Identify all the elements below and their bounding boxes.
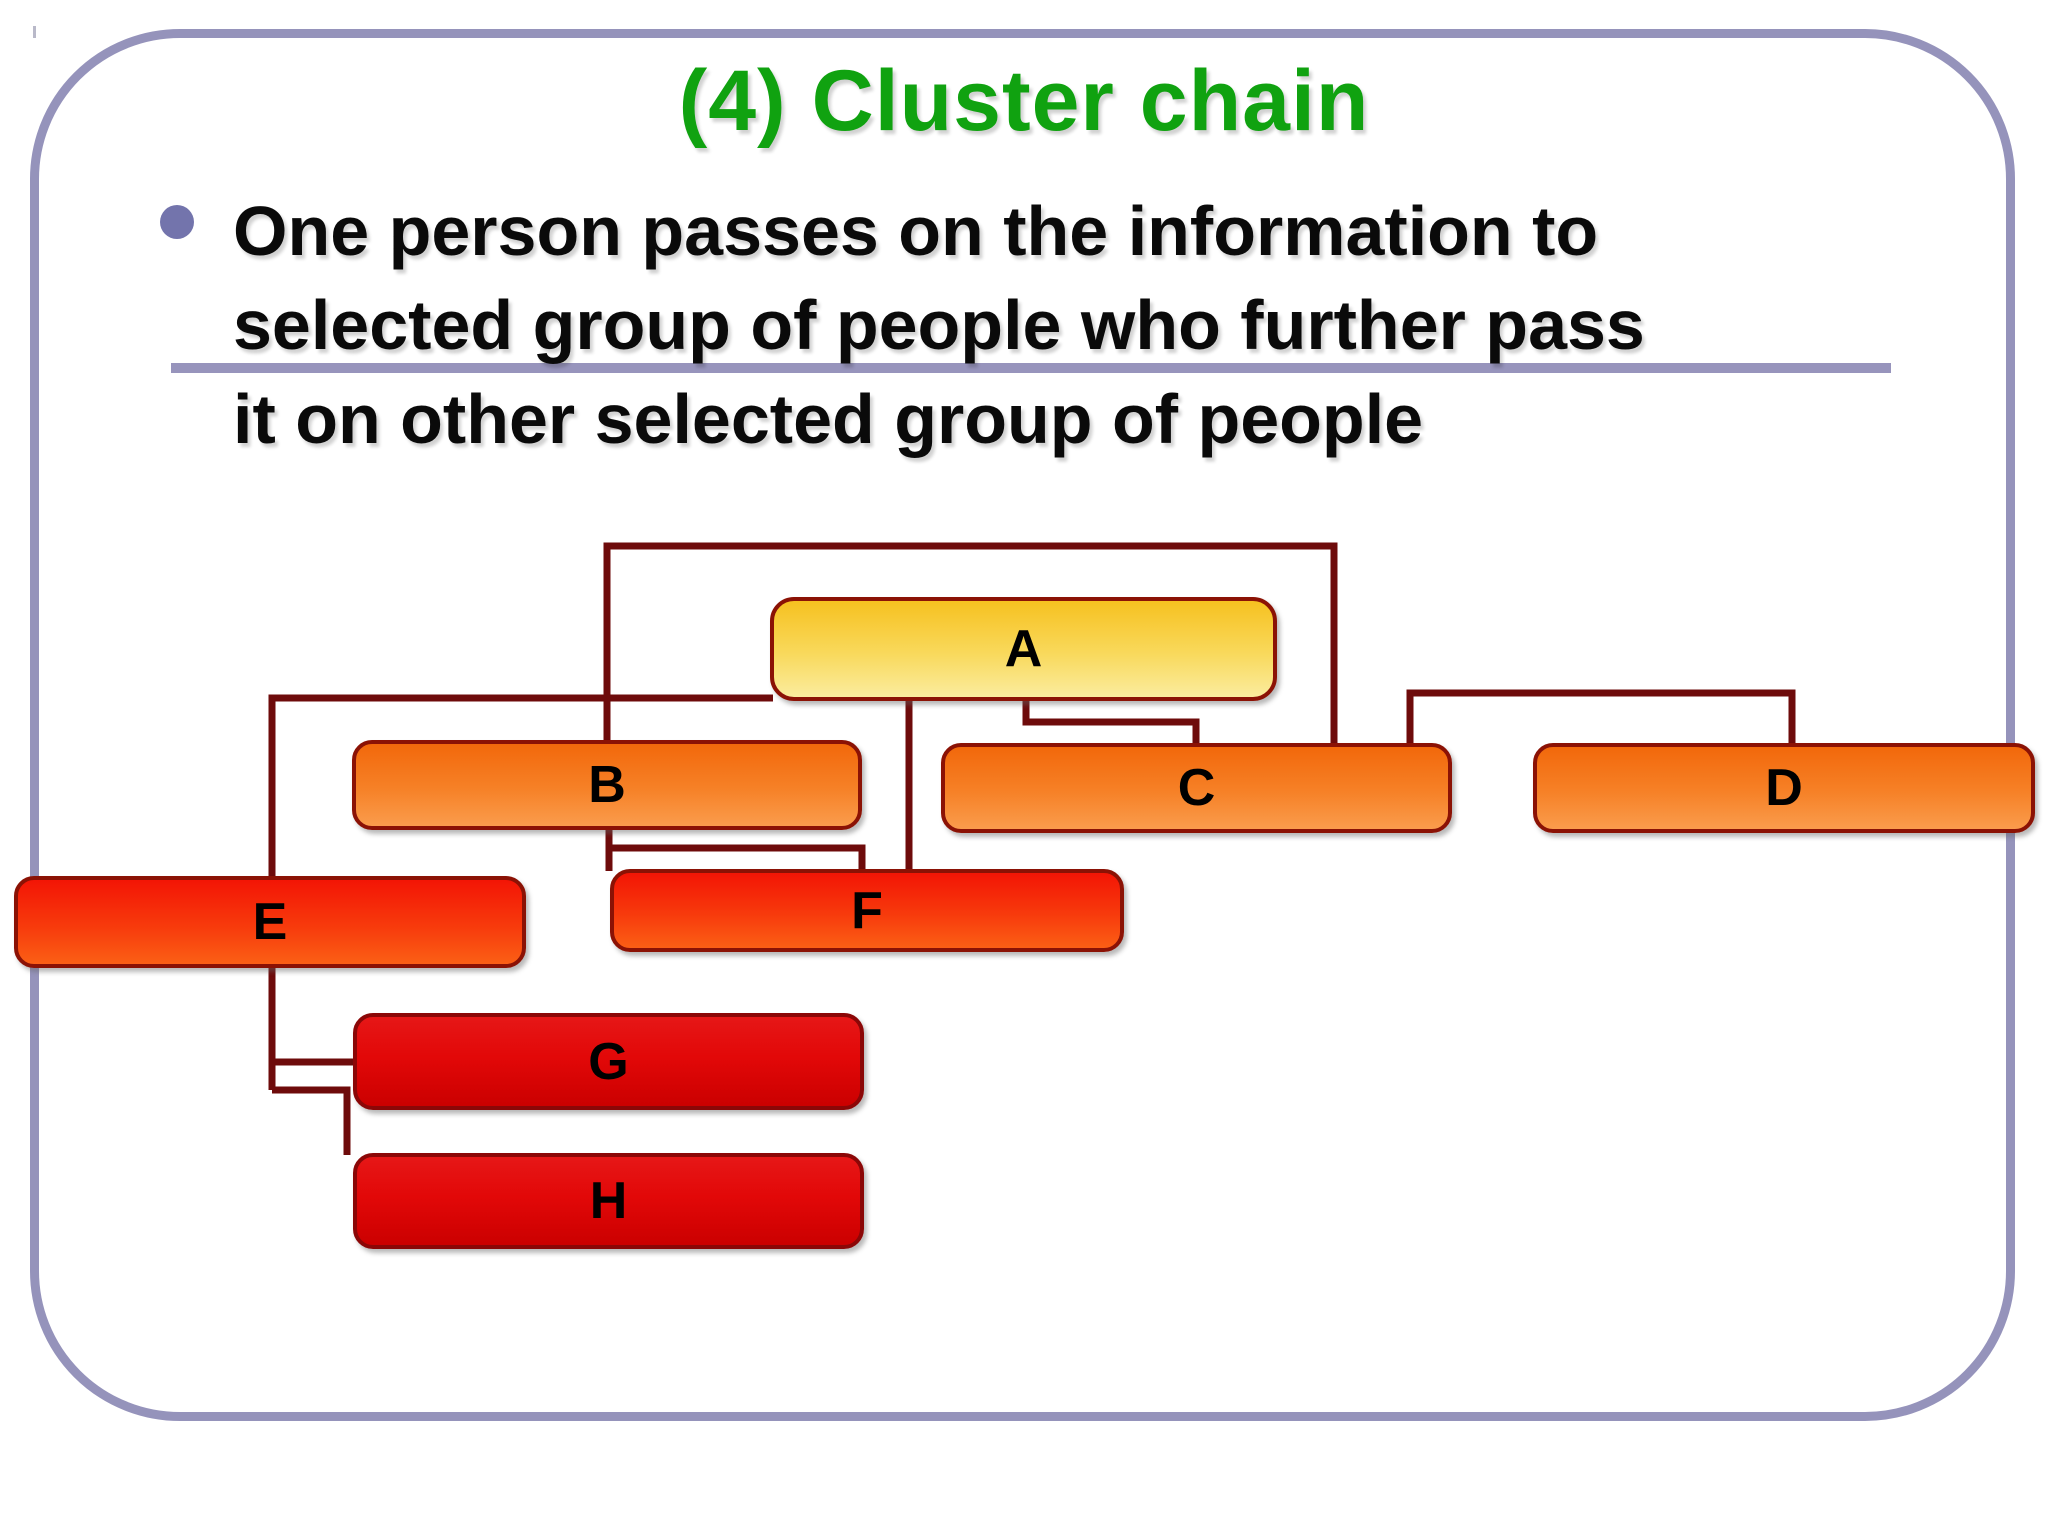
connector-c-to-d	[1406, 689, 1796, 745]
node-h-label: H	[589, 1172, 628, 1230]
node-d-label: D	[1765, 759, 1803, 817]
connector-a-to-b-c	[603, 542, 1338, 745]
slide-border-frame	[30, 29, 2015, 1421]
node-b-label: B	[588, 756, 626, 814]
diagram-node-b: B	[352, 740, 862, 830]
bullet-text-line-2: selected group of people who further pas…	[233, 286, 1645, 364]
diagram-node-g: G	[353, 1013, 864, 1110]
node-e-label: E	[252, 893, 288, 951]
diagram-node-c: C	[941, 743, 1452, 833]
bullet-dot-icon	[160, 205, 194, 239]
node-g-label: G	[588, 1032, 629, 1091]
slide-title: (4) Cluster chain	[678, 53, 1370, 149]
connector-a-to-e	[268, 694, 773, 878]
node-a-label: A	[1004, 620, 1043, 678]
node-c-label: C	[1177, 759, 1216, 817]
diagram-node-f: F	[610, 869, 1124, 952]
diagram-node-d: D	[1533, 743, 2035, 833]
node-f-label: F	[851, 881, 883, 940]
bullet-text: One person passes on the information to …	[233, 184, 1913, 466]
corner-artifact-mark	[33, 26, 36, 38]
connector-a-to-c	[1022, 700, 1200, 745]
divider-line	[171, 363, 1891, 373]
connector-b-to-f-step	[609, 844, 866, 871]
diagram-node-h: H	[353, 1153, 864, 1249]
diagram-node-a: A	[770, 597, 1277, 701]
bullet-text-line-1: One person passes on the information to	[233, 192, 1599, 270]
bullet-text-line-3: it on other selected group of people	[233, 380, 1424, 458]
diagram-node-e: E	[14, 876, 526, 968]
connector-e-to-h	[272, 1086, 351, 1155]
